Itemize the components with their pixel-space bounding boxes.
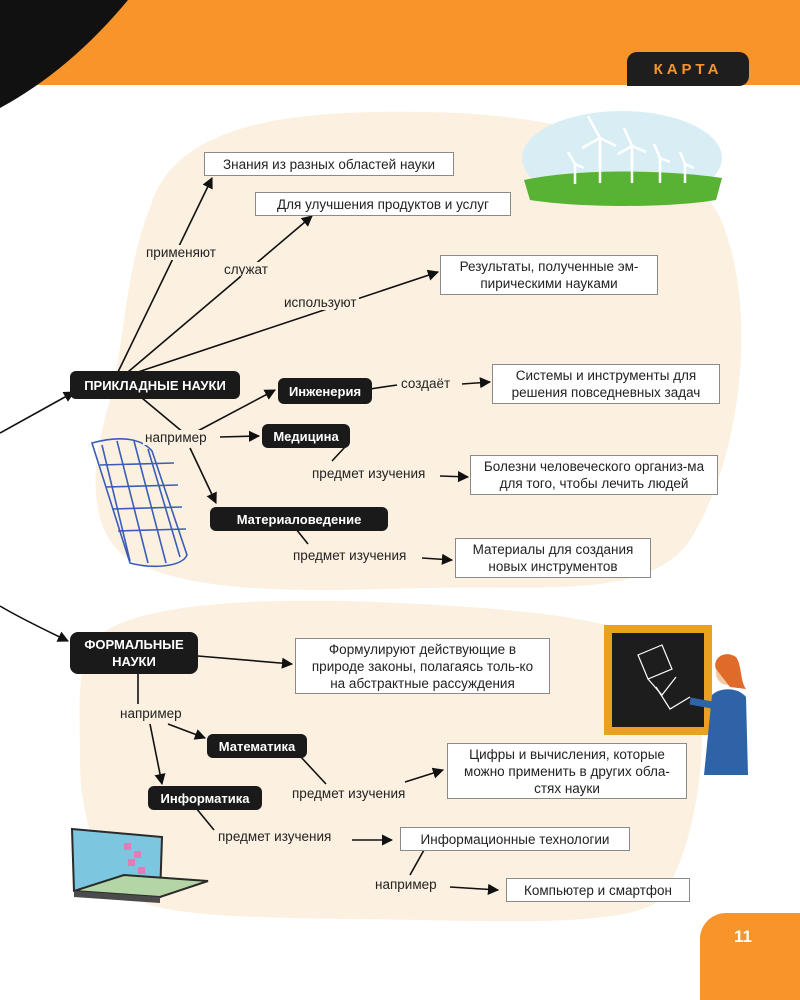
concept-box-numbers-calculations: Цифры и вычисления, которые можно примен… (447, 743, 687, 799)
applied-sciences-title: ПРИКЛАДНЫЕ НАУКИ (70, 371, 240, 399)
relation-label-materials-subject: предмет изучения (291, 548, 409, 563)
concept-box-systems-tools: Системы и инструменты для решения повсед… (492, 364, 720, 404)
example-node-mathematics: Математика (207, 734, 307, 758)
relation-label-math-subject: предмет изучения (290, 786, 408, 801)
laptop-illustration (70, 827, 209, 903)
example-label-formal: например (118, 706, 184, 721)
concept-box-empirical-results: Результаты, полученные эм-пирическими на… (440, 255, 658, 295)
concept-box-improvement: Для улучшения продуктов и услуг (255, 192, 511, 216)
wind-turbines-illustration (522, 111, 722, 206)
corner-decoration (0, 0, 128, 108)
example-node-materials-science: Материаловедение (210, 507, 388, 531)
nanotube-illustration (90, 438, 188, 568)
example-node-medicine: Медицина (262, 424, 350, 448)
concept-box-knowledge: Знания из разных областей науки (204, 152, 454, 176)
concept-box-human-diseases: Болезни человеческого организ-ма для тог… (470, 455, 718, 495)
concept-box-laws-of-nature: Формулируют действующие в природе законы… (295, 638, 550, 694)
example-label-applied: например (143, 430, 209, 445)
relation-label-creates: создаёт (399, 376, 453, 391)
relation-label-apply: применяют (144, 245, 218, 260)
relation-label-medicine-subject: предмет изучения (310, 466, 428, 481)
relation-label-serve: служат (222, 262, 270, 277)
formal-sciences-title: ФОРМАЛЬНЫЕ НАУКИ (70, 632, 198, 674)
example-node-engineering: Инженерия (278, 378, 372, 404)
example-label-devices: например (373, 877, 439, 892)
concept-box-materials: Материалы для создания новых инструменто… (455, 538, 651, 578)
page-number: 11 (734, 927, 752, 946)
relation-label-use: используют (282, 295, 359, 310)
concept-box-computer-smartphone: Компьютер и смартфон (506, 878, 690, 902)
concept-box-information-technology: Информационные технологии (400, 827, 630, 851)
section-tab: КАРТА (627, 52, 749, 86)
example-node-computer-science: Информатика (148, 786, 262, 810)
relation-label-cs-subject: предмет изучения (216, 829, 334, 844)
page-number-tab: 11 (700, 913, 800, 1000)
teacher-blackboard-illustration (604, 625, 748, 775)
